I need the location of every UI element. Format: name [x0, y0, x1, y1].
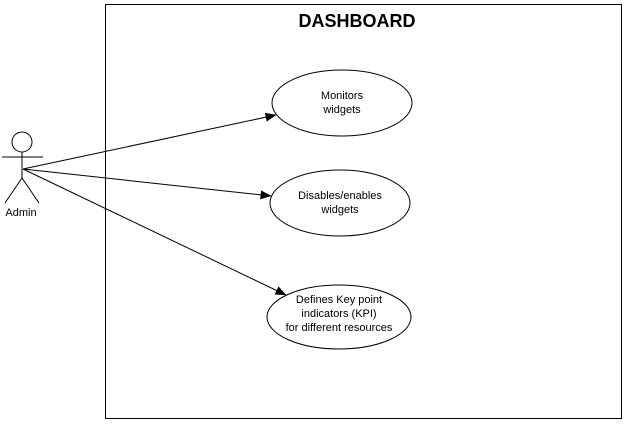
actor-label: Admin: [5, 207, 36, 219]
usecase-label-line: widgets: [322, 104, 361, 116]
actor-admin: Admin: [2, 131, 43, 219]
association-disables-enables: [22, 168, 272, 200]
usecase-label-line: Defines Key point: [296, 294, 382, 306]
system-title: DASHBOARD: [299, 11, 416, 31]
usecase-ellipse: [269, 169, 411, 237]
usecase-ellipse: [266, 284, 412, 350]
usecase-label-line: indicators (KPI): [301, 308, 376, 320]
association-monitors-widgets: [22, 112, 277, 170]
usecase-label-line: widgets: [320, 204, 359, 216]
association-defines-kpi: [22, 168, 287, 296]
usecase-disables-enables-widgets: Disables/enables widgets: [269, 169, 411, 237]
actor-leg-left: [4, 177, 23, 204]
usecase-label-line: for different resources: [286, 322, 393, 334]
usecase-label-line: Monitors: [321, 90, 364, 102]
actor-head: [11, 131, 33, 153]
usecase-defines-kpi: Defines Key point indicators (KPI) for d…: [266, 284, 412, 350]
actor-leg-right: [21, 177, 40, 204]
usecase-ellipse: [271, 69, 413, 137]
usecase-label-line: Disables/enables: [298, 190, 382, 202]
usecase-monitors-widgets: Monitors widgets: [271, 69, 413, 137]
